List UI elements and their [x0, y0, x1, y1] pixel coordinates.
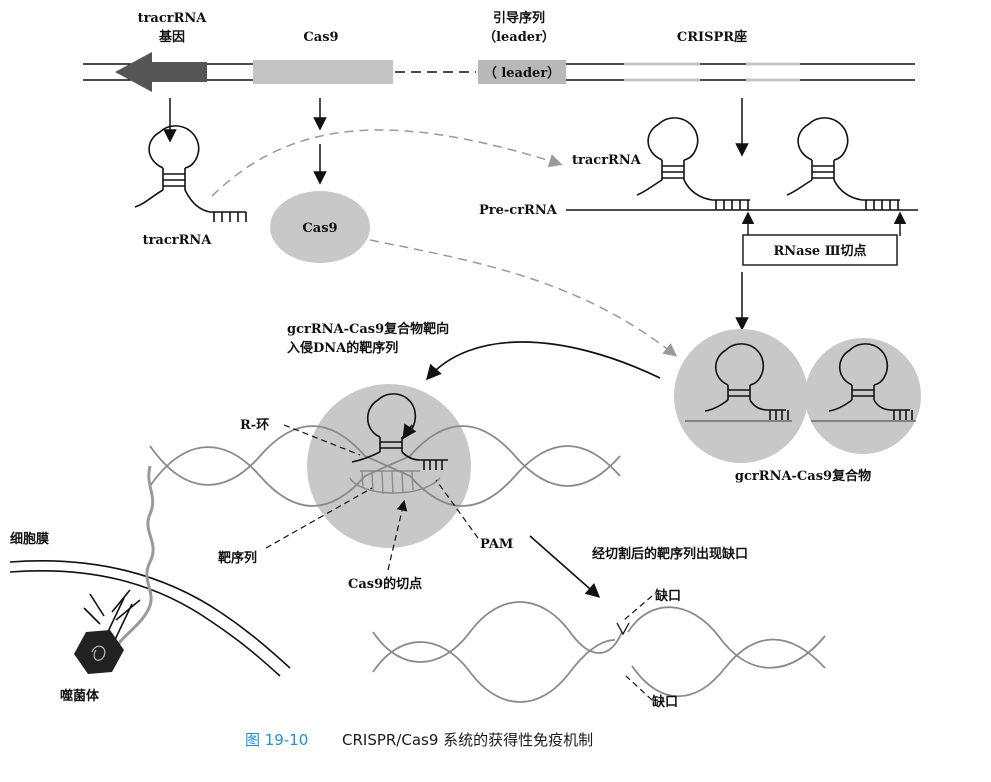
- cas9-gene-box: [253, 60, 393, 84]
- cas9-protein-label: Cas9: [302, 221, 337, 236]
- phage-dna-strand: [114, 465, 155, 649]
- target-seq-label: 靶序列: [218, 550, 257, 566]
- rloop-guide: [351, 393, 448, 470]
- pam-label: PAM: [480, 537, 513, 552]
- pre-crrna-label: Pre-crRNA: [479, 203, 558, 218]
- gap-top-label: 缺口: [654, 588, 681, 604]
- dashed-tracrrna-to-precrrna: [211, 129, 563, 197]
- arrow-cut-result: [529, 535, 601, 598]
- cell-membrane: [9, 559, 291, 677]
- genome-locus: （ leader）: [83, 52, 915, 92]
- figure-title: CRISPR/Cas9 系统的获得性免疫机制: [342, 731, 593, 749]
- complex-label: gcrRNA-Cas9复合物: [735, 468, 871, 484]
- tracrrna-bound-1: [636, 117, 750, 210]
- cas9-cut-label: Cas9的切点: [348, 576, 422, 592]
- cas9-gene-label: Cas9: [303, 30, 338, 45]
- leader-label: 引导序列: [493, 10, 545, 26]
- phage-head: [74, 630, 124, 674]
- leader-box-label: （ leader）: [484, 65, 560, 81]
- leader-box: [478, 60, 566, 84]
- tracrrna-bound-2: [786, 117, 900, 210]
- phage-label: 噬菌体: [60, 688, 100, 704]
- cut-result-label: 经切割后的靶序列出现缺口: [592, 546, 748, 562]
- tracrrna-gene-arrow: [115, 52, 207, 92]
- tracrrna-gene-label: tracrRNA: [138, 11, 208, 26]
- tracrrna-left-label: tracrRNA: [143, 233, 213, 248]
- gap-notch: [616, 622, 630, 636]
- tracrrna-left-structure: [134, 125, 247, 222]
- rnase-cut-box: [742, 234, 898, 266]
- tracrrna-gene-label-2: 基因: [158, 29, 185, 45]
- arrow-targeting: [425, 341, 661, 381]
- invading-dna-helix: [149, 425, 621, 507]
- targeting-label-1: gcrRNA-Cas9复合物靶向: [287, 321, 449, 337]
- gap-bottom-label: 缺口: [651, 694, 678, 710]
- tracrrna-right-label: tracrRNA: [572, 153, 642, 168]
- cut-dna-helix: [372, 601, 826, 703]
- cas9-protein: [270, 191, 370, 263]
- targeting-label-2: 入侵DNA的靶序列: [287, 340, 398, 356]
- leader-label-2: （leader）: [483, 29, 555, 45]
- complex-1: [674, 329, 808, 463]
- complex-2: [805, 338, 921, 454]
- r-loop-label: R-环: [240, 418, 269, 433]
- crispr-locus-label: CRISPR座: [677, 29, 747, 45]
- dashed-cas9-to-complex: [369, 239, 678, 357]
- figure-number: 图 19-10: [245, 731, 308, 749]
- cell-membrane-label: 细胞膜: [10, 531, 49, 547]
- rnase-cut-label: RNase Ⅲ切点: [773, 243, 866, 259]
- target-sequence-pairing: [349, 470, 441, 495]
